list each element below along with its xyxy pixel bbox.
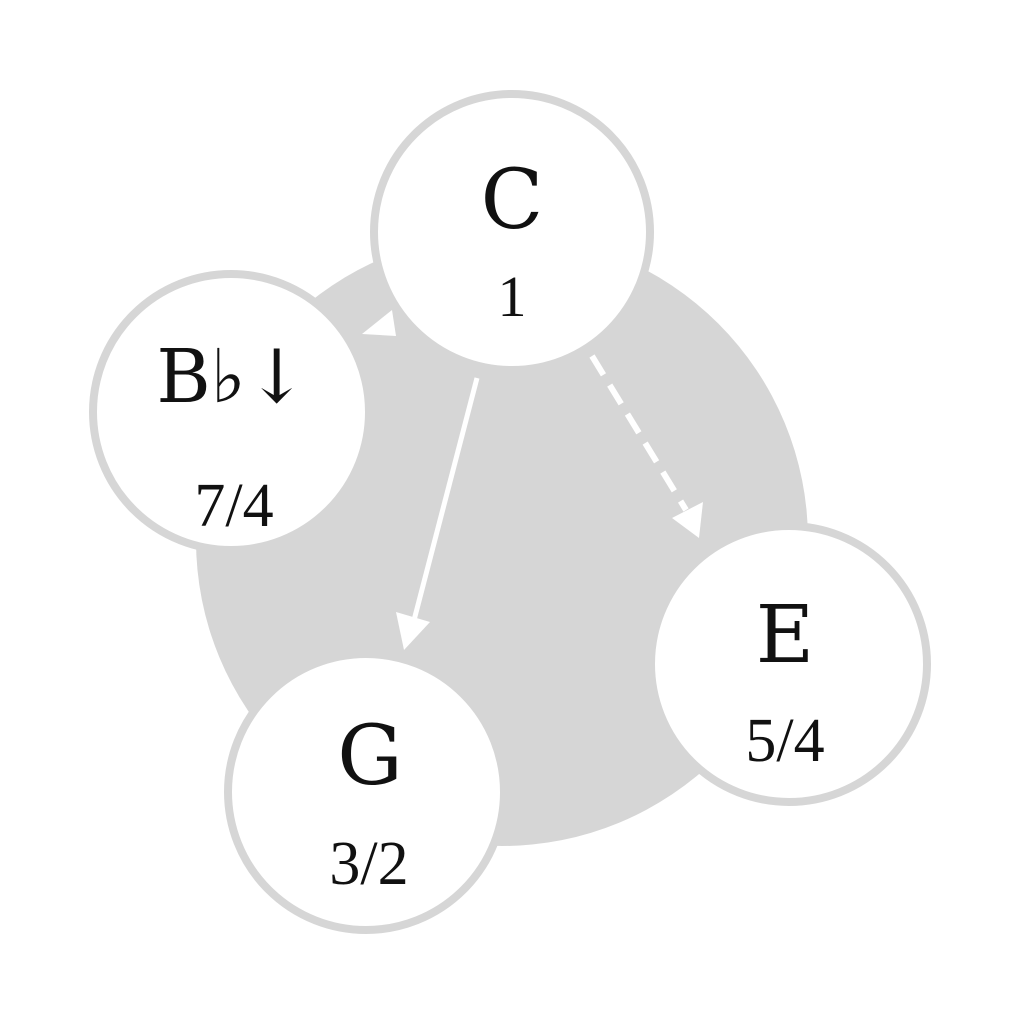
note-name: G — [337, 709, 403, 804]
note-name: B♭↓ — [156, 334, 307, 420]
node-circle — [370, 90, 654, 374]
ratio-label: 3/2 — [329, 830, 408, 898]
edge-c-to-g — [409, 377, 480, 629]
node-circle — [224, 650, 508, 934]
node-circle — [89, 270, 373, 554]
node-circle — [647, 522, 931, 806]
ratio-label: 5/4 — [745, 707, 824, 775]
edge-c-to-b-flat-arrowhead — [362, 310, 396, 336]
node-c: C 1 — [370, 90, 654, 374]
edges — [362, 310, 703, 650]
edge-c-to-e — [589, 354, 689, 512]
ratio-label: 1 — [498, 264, 527, 329]
note-name: E — [756, 588, 814, 681]
node-e: E 5/4 — [647, 522, 931, 806]
node-g: G 3/2 — [224, 650, 508, 934]
note-name: C — [481, 153, 544, 248]
edge-c-to-e-arrowhead — [672, 502, 703, 538]
edge-c-to-g-arrowhead — [396, 612, 430, 650]
ratio-label: 7/4 — [194, 472, 273, 540]
node-b-flat-down: B♭↓ 7/4 — [89, 270, 373, 554]
